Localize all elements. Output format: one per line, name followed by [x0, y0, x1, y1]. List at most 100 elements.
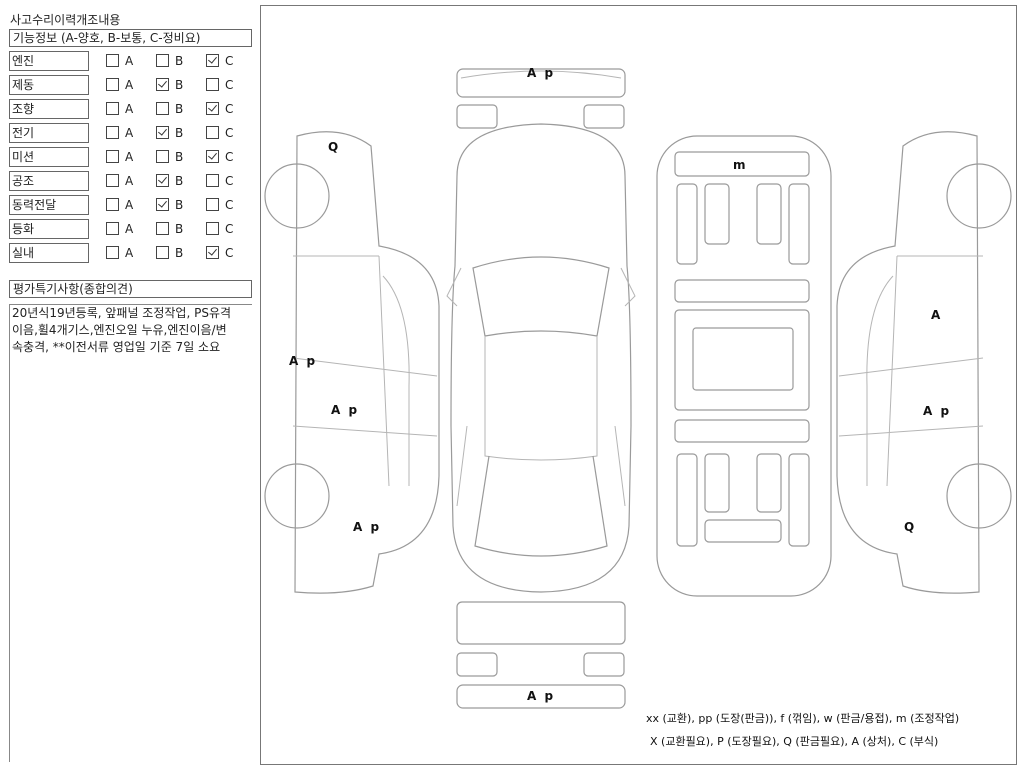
- option-a[interactable]: A: [106, 198, 133, 212]
- checkbox-icon[interactable]: [156, 102, 169, 115]
- function-row-label: 제동: [9, 75, 89, 95]
- car-right-side-view: [836, 131, 1012, 594]
- option-c[interactable]: C: [206, 198, 233, 212]
- checkbox-icon[interactable]: [206, 174, 219, 187]
- checkbox-icon[interactable]: [106, 54, 119, 67]
- mark-left-quarter: A p: [353, 520, 382, 534]
- option-b[interactable]: B: [156, 222, 183, 236]
- car-underbody-view: [656, 135, 832, 597]
- option-label: B: [175, 174, 184, 188]
- front-parts: [456, 68, 626, 129]
- function-info-label: 기능정보 (A-양호, B-보통, C-정비요): [9, 29, 252, 47]
- option-a[interactable]: A: [106, 222, 133, 236]
- option-label: A: [125, 126, 134, 140]
- option-a[interactable]: A: [106, 126, 133, 140]
- option-b[interactable]: B: [156, 126, 183, 140]
- checkbox-icon[interactable]: [106, 102, 119, 115]
- checkbox-icon[interactable]: [156, 246, 169, 259]
- checkbox-icon[interactable]: [156, 198, 169, 211]
- option-label: B: [175, 198, 184, 212]
- option-c[interactable]: C: [206, 174, 233, 188]
- option-label: B: [175, 222, 184, 236]
- checkbox-icon[interactable]: [156, 150, 169, 163]
- mark-rear-bumper: A p: [527, 689, 556, 703]
- checkbox-icon[interactable]: [106, 246, 119, 259]
- option-c[interactable]: C: [206, 222, 233, 236]
- option-c[interactable]: C: [206, 150, 233, 164]
- option-b[interactable]: B: [156, 54, 183, 68]
- option-label: A: [125, 174, 134, 188]
- option-label: A: [125, 102, 134, 116]
- function-row: 제동 A B C: [9, 75, 254, 95]
- option-c[interactable]: C: [206, 126, 233, 140]
- checkbox-icon[interactable]: [156, 78, 169, 91]
- checkbox-icon[interactable]: [106, 78, 119, 91]
- option-label: C: [225, 222, 234, 236]
- option-label: C: [225, 174, 234, 188]
- checkbox-icon[interactable]: [206, 198, 219, 211]
- checkbox-icon[interactable]: [156, 54, 169, 67]
- car-left-side-view: [264, 131, 440, 594]
- function-row-label: 조향: [9, 99, 89, 119]
- checkbox-icon[interactable]: [106, 198, 119, 211]
- function-row-label: 실내: [9, 243, 89, 263]
- option-b[interactable]: B: [156, 78, 183, 92]
- option-c[interactable]: C: [206, 102, 233, 116]
- option-b[interactable]: B: [156, 246, 183, 260]
- option-b[interactable]: B: [156, 174, 183, 188]
- option-label: A: [125, 150, 134, 164]
- mark-front-bumper: A p: [527, 66, 556, 80]
- checkbox-icon[interactable]: [156, 126, 169, 139]
- option-label: A: [125, 198, 134, 212]
- function-row: 동력전달 A B C: [9, 195, 254, 215]
- option-label: C: [225, 78, 234, 92]
- legend-line-1: xx (교환), pp (도장(판금)), f (꺾임), w (판금/용접),…: [646, 712, 960, 725]
- function-row: 등화 A B C: [9, 219, 254, 239]
- checkbox-icon[interactable]: [206, 126, 219, 139]
- function-row-label: 엔진: [9, 51, 89, 71]
- checkbox-icon[interactable]: [106, 222, 119, 235]
- checkbox-icon[interactable]: [156, 222, 169, 235]
- mark-left-fender: Q: [328, 140, 341, 154]
- option-c[interactable]: C: [206, 246, 233, 260]
- option-a[interactable]: A: [106, 246, 133, 260]
- checkbox-icon[interactable]: [106, 126, 119, 139]
- option-a[interactable]: A: [106, 78, 133, 92]
- checkbox-icon[interactable]: [156, 174, 169, 187]
- option-label: A: [125, 54, 134, 68]
- function-row-label: 전기: [9, 123, 89, 143]
- option-label: A: [125, 222, 134, 236]
- option-label: C: [225, 198, 234, 212]
- option-b[interactable]: B: [156, 198, 183, 212]
- car-outline-drawing: [264, 68, 1012, 709]
- checkbox-icon[interactable]: [206, 246, 219, 259]
- option-a[interactable]: A: [106, 174, 133, 188]
- option-a[interactable]: A: [106, 150, 133, 164]
- option-label: C: [225, 54, 234, 68]
- checkbox-icon[interactable]: [206, 78, 219, 91]
- option-label: C: [225, 102, 234, 116]
- option-b[interactable]: B: [156, 150, 183, 164]
- option-c[interactable]: C: [206, 78, 233, 92]
- option-c[interactable]: C: [206, 54, 233, 68]
- checkbox-icon[interactable]: [106, 174, 119, 187]
- mark-left-rear-door: A p: [331, 403, 360, 417]
- option-a[interactable]: A: [106, 54, 133, 68]
- checkbox-icon[interactable]: [206, 150, 219, 163]
- checkbox-icon[interactable]: [106, 150, 119, 163]
- option-b[interactable]: B: [156, 102, 183, 116]
- function-row-label: 등화: [9, 219, 89, 239]
- option-a[interactable]: A: [106, 102, 133, 116]
- car-top-view: [446, 123, 636, 593]
- rear-parts: [456, 601, 626, 709]
- function-row-label: 동력전달: [9, 195, 89, 215]
- checkbox-icon[interactable]: [206, 54, 219, 67]
- checkbox-icon[interactable]: [206, 102, 219, 115]
- function-row: 실내 A B C: [9, 243, 254, 263]
- checkbox-icon[interactable]: [206, 222, 219, 235]
- legend-line-2: X (교환필요), P (도장필요), Q (판금필요), A (상처), C …: [650, 735, 939, 748]
- option-label: B: [175, 102, 184, 116]
- mark-right-rear-door: A p: [923, 404, 952, 418]
- option-label: B: [175, 246, 184, 260]
